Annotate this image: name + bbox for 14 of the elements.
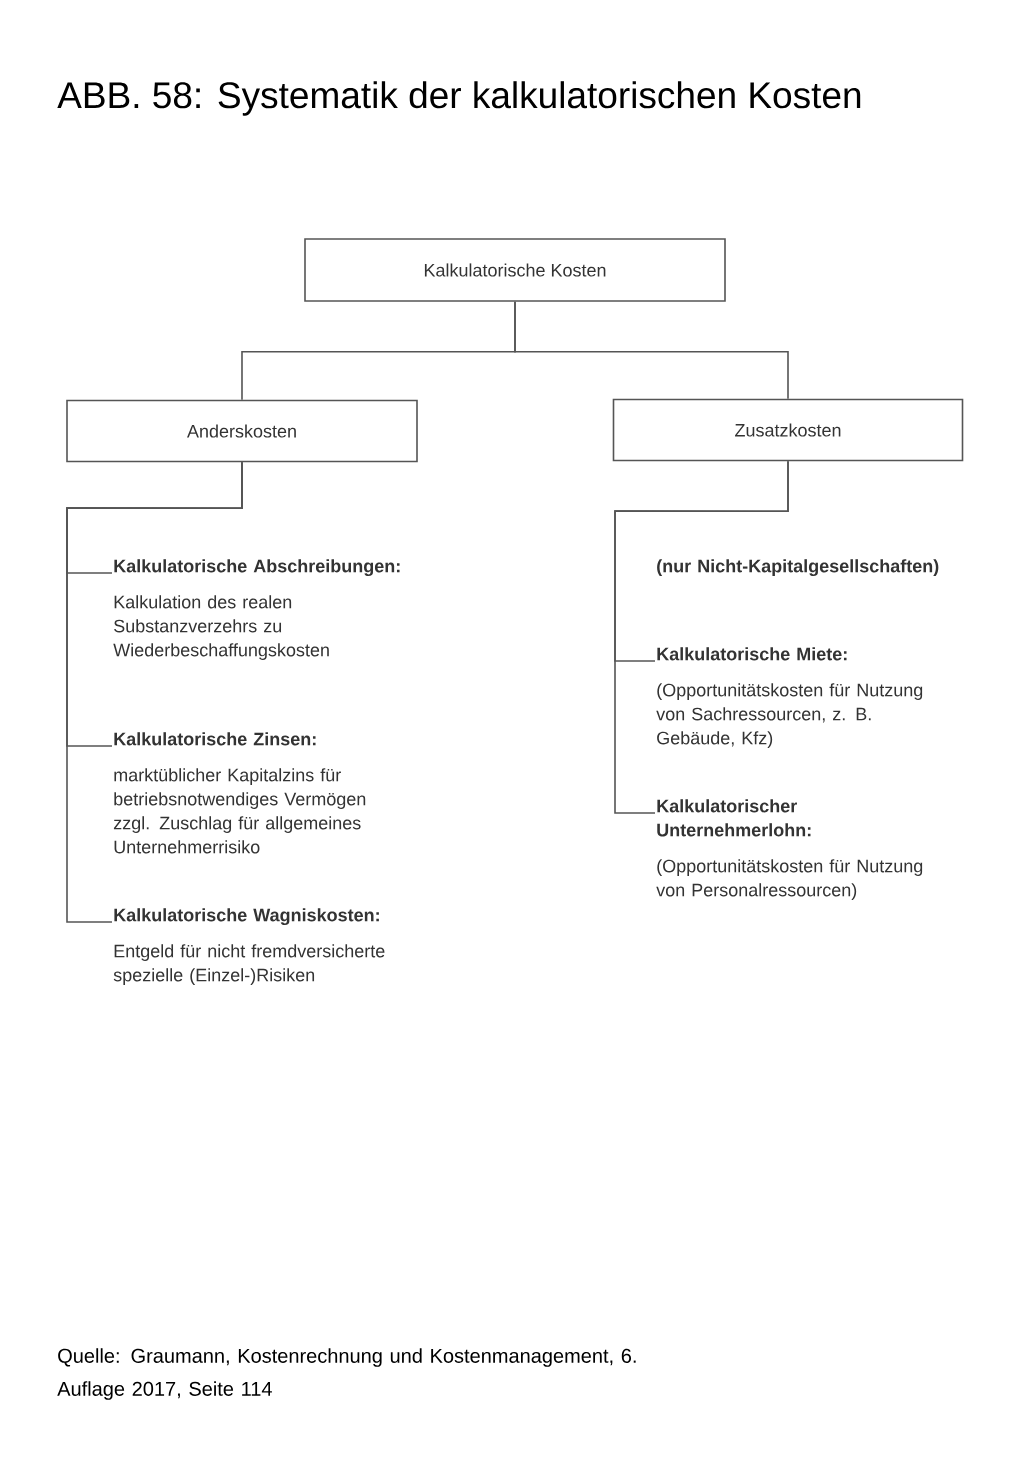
category-box: Anderskosten xyxy=(66,399,418,463)
category-box: Zusatzkosten xyxy=(612,398,964,462)
source-note: Quelle: Graumann, Kostenrechnung und Kostenmanagement, 6. Auflage 2017, Seite 114 xyxy=(57,1348,636,1400)
title: ABB. 58: Systematik der kalkulatorischen Kosten xyxy=(57,81,861,116)
connector-line xyxy=(614,460,789,814)
cost-description: Kalkulatorische Abschreibungen: Kalkulation des realen Substanzverzehrs zu Wiederbeschaffungskosten xyxy=(113,559,400,660)
cost-description: Kalkulatorische Wagniskosten: Entgeld für nicht fremdversicherte spezielle (Einzel-)Risiken xyxy=(113,908,385,985)
cost-description: Kalkulatorische Miete: (Opportunitätskosten für Nutzung von Sachressourcen, z. B. Gebäude, Kfz) xyxy=(656,647,923,748)
cost-description: Kalkulatorische Zinsen: marktüblicher Kapitalzins für betriebsnotwendiges Vermögen zzgl. Zuschlag für allgemeines Unternehmerrisiko xyxy=(113,732,366,854)
note: (nur Nicht-Kapitalgesellschaften) xyxy=(657,559,939,577)
connector-line xyxy=(66,461,243,923)
cost-description: Kalkulatorischer Unternehmerlohn: (Opportunitätskosten für Nutzung von Personalressourcen) xyxy=(656,799,923,900)
connector-line xyxy=(514,301,789,400)
category-box: Kalkulatorische Kosten xyxy=(304,238,726,302)
